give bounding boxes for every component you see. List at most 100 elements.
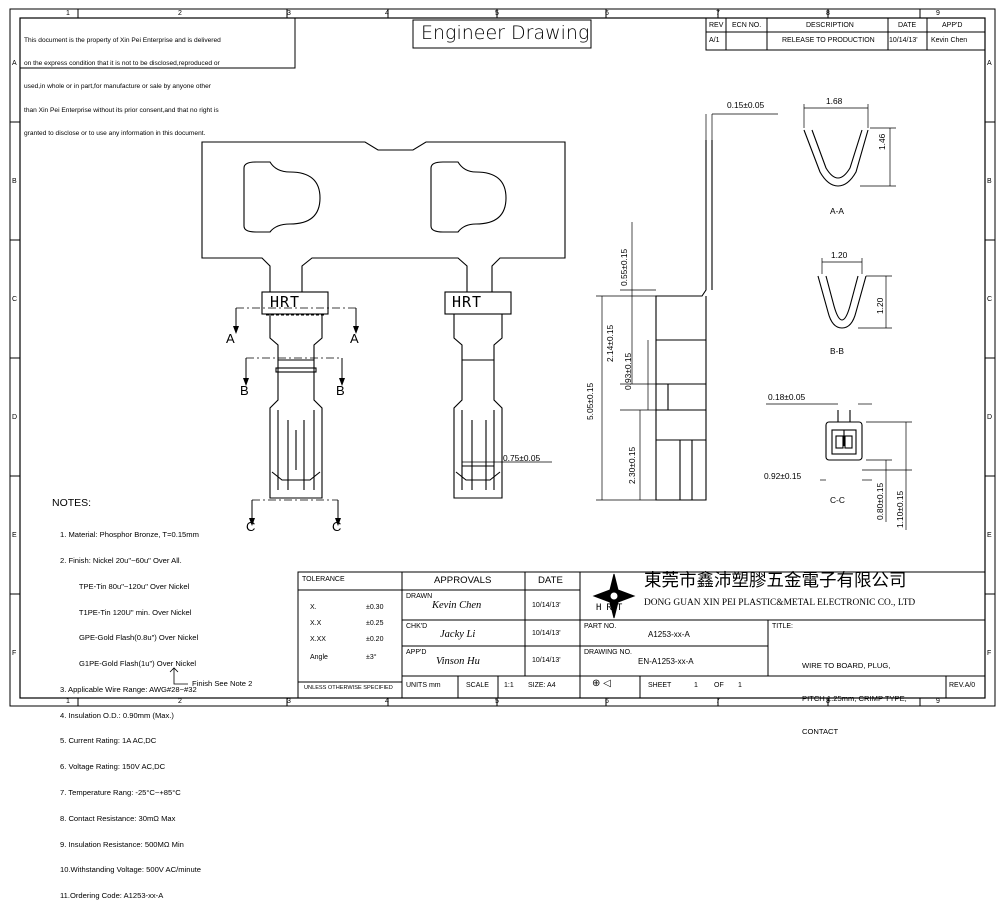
rev-a0: REV.A/0 — [949, 682, 976, 689]
dim-055: 0.55±0.15 — [619, 248, 629, 286]
appd-value: Kevin Chen — [931, 37, 968, 44]
section-c-label: C-C — [830, 495, 845, 505]
section-c-c — [766, 403, 912, 530]
grid-col-7: 7 — [716, 10, 720, 17]
date-value: 10/14/13' — [889, 37, 918, 44]
part-number-value: A1253-xx-A — [648, 630, 690, 639]
dim-top-width: 1.68 — [826, 96, 843, 106]
note-line: 5. Current Rating: 1A AC,DC — [60, 736, 157, 746]
tolerance-key: X. — [310, 604, 317, 611]
grid-col-4: 4 — [385, 10, 389, 17]
note-line: 2. Finish: Nickel 20u"~60u" Over All. — [60, 555, 182, 565]
revision-table — [705, 17, 986, 51]
grid-col-5b: 5 — [495, 698, 499, 705]
note-line: T1PE-Tin 120U" min. Over Nickel — [60, 607, 192, 617]
section-b-b — [817, 258, 892, 329]
approval-role: CHK'D — [406, 623, 428, 630]
note-line: G1PE-Gold Flash(1u") Over Nickel — [60, 659, 197, 669]
notes-heading: NOTES: — [52, 497, 92, 509]
appd-header: APP'D — [942, 22, 963, 29]
grid-row-a: A — [12, 60, 17, 67]
grid-row-d: D — [12, 414, 18, 421]
grid-col-9: 9 — [936, 10, 940, 17]
disclaimer-line: This document is the property of Xin Pei… — [24, 36, 221, 44]
drawing-number-value: EN-A1253-xx-A — [638, 657, 694, 666]
ordering-leader — [169, 667, 188, 685]
tolerance-footer: UNLESS OTHERWISE SPECIFIED — [304, 685, 393, 691]
left-contact — [261, 291, 329, 499]
sheet-of: OF — [714, 682, 724, 689]
dim-093: 0.93±0.15 — [623, 352, 633, 390]
cut-b-left: B — [240, 383, 249, 398]
right-contact — [444, 291, 512, 499]
disclaimer-line: used,in whole or in part,for manufacture… — [24, 83, 211, 91]
note-line: 6. Voltage Rating: 150V AC,DC — [60, 762, 166, 772]
cut-a-right: A — [350, 331, 359, 346]
grid-row-f: F — [12, 650, 17, 657]
note-line: 10.Withstanding Voltage: 500V AC/minute — [60, 865, 201, 875]
title-block — [297, 571, 986, 699]
approval-date: 10/14/13' — [532, 657, 561, 664]
title-line: PITCH 1.25mm, CRIMP TYPE, — [802, 694, 907, 703]
company-name-cn: 東莞市鑫沛塑膠五金電子有限公司 — [644, 571, 907, 591]
grid-col-6b: 6 — [605, 698, 609, 705]
tolerance-value: ±0.20 — [366, 636, 384, 643]
approvals-heading: APPROVALS — [434, 575, 492, 586]
date-header: DATE — [898, 22, 917, 29]
cut-a-left: A — [226, 331, 235, 346]
finish-note: Finish See Note 2 — [192, 679, 253, 688]
grid-col-1b: 1 — [66, 698, 70, 705]
sheet-number: 1 — [694, 682, 698, 689]
approval-role: DRAWN — [406, 593, 433, 600]
projection-symbol: ⊕ ◁ — [592, 678, 611, 689]
grid-row-d-r: D — [987, 414, 993, 421]
dim-505: 5.05±0.15 — [585, 382, 595, 420]
grid-row-c: C — [12, 296, 18, 303]
title-line: WIRE TO BOARD, PLUG, — [802, 661, 891, 670]
note-line: 9. Insulation Resistance: 500MΩ Min — [60, 839, 184, 849]
grid-col-2b: 2 — [178, 698, 182, 705]
sheet-label: SHEET — [648, 682, 672, 689]
drawing-title: Engineer Drawing — [421, 22, 590, 44]
rev-header: REV — [709, 22, 724, 29]
grid-row-b-r: B — [987, 178, 992, 185]
disclaimer: This document is the property of Xin Pei… — [24, 21, 221, 146]
dim-thickness: 0.15±0.05 — [727, 100, 765, 110]
grid-col-5: 5 — [495, 10, 499, 17]
grid-col-6: 6 — [605, 10, 609, 17]
grid-col-8b: 8 — [826, 698, 830, 705]
cut-b-right: B — [336, 383, 345, 398]
grid-col-3: 3 — [287, 10, 291, 17]
grid-col-3b: 3 — [287, 698, 291, 705]
dim-mid-height: 1.20 — [875, 297, 885, 314]
grid-row-b: B — [12, 178, 17, 185]
tolerance-value: ±0.30 — [366, 604, 384, 611]
disclaimer-line: on the express condition that it is not … — [24, 59, 220, 67]
grid-col-2: 2 — [178, 10, 182, 17]
section-arrowheads — [233, 326, 359, 526]
scale-value: 1:1 — [504, 682, 514, 689]
section-lines — [236, 307, 356, 501]
grid-col-7b: 7 — [716, 698, 720, 705]
tolerance-key: X.XX — [310, 636, 326, 643]
dim-c-top: 0.18±0.05 — [768, 392, 806, 402]
grid-row-e: E — [12, 532, 17, 539]
grid-col-1: 1 — [66, 10, 70, 17]
logo-text: HRT — [596, 603, 628, 613]
section-arrows — [235, 308, 357, 518]
sheet-total: 1 — [738, 682, 742, 689]
company-name-en: DONG GUAN XIN PEI PLASTIC&METAL ELECTRON… — [644, 598, 916, 608]
approval-signature: Jacky Li — [440, 629, 476, 640]
note-line: 8. Contact Resistance: 30mΩ Max — [60, 813, 176, 823]
approval-signature: Vinson Hu — [436, 656, 480, 667]
note-line: 7. Temperature Rang: -25°C~+85°C — [60, 788, 181, 797]
company-logo — [592, 573, 636, 619]
part-number-label: PART NO. — [584, 623, 617, 630]
section-a-a — [803, 104, 896, 187]
dim-top-height: 1.46 — [877, 133, 887, 150]
grid-col-8: 8 — [826, 10, 830, 17]
cut-c-left: C — [246, 519, 256, 534]
ecn-header: ECN NO. — [732, 22, 762, 29]
grid-row-f-r: F — [987, 650, 992, 657]
tolerance-key: X.X — [310, 620, 322, 627]
